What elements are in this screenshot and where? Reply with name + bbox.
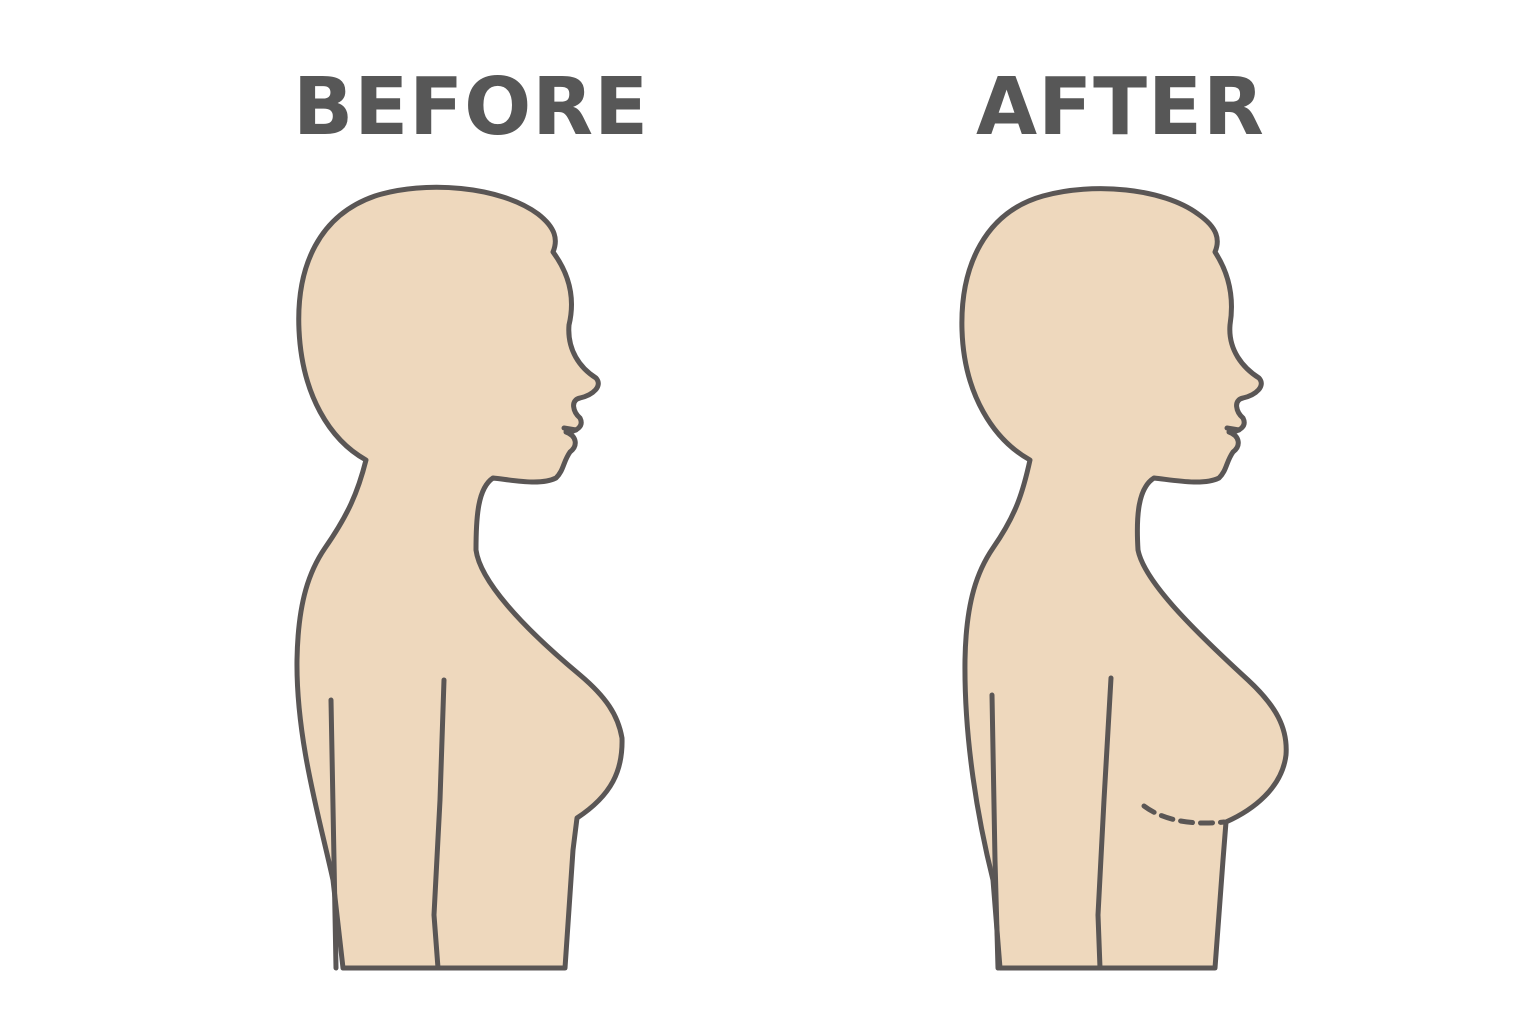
after-back-line <box>989 692 1001 971</box>
after-label: AFTER <box>976 61 1265 153</box>
before-silhouette <box>294 184 625 971</box>
before-label: BEFORE <box>293 61 650 153</box>
after-panel: AFTER <box>768 0 1536 1024</box>
before-panel: BEFORE <box>293 61 650 971</box>
before-lip-line <box>561 425 579 433</box>
female-torso-profile-with-incision-icon <box>959 186 1289 971</box>
after-silhouette <box>959 186 1289 971</box>
female-torso-profile-icon <box>294 184 625 971</box>
before-back-line <box>328 697 339 971</box>
after-lip-line <box>1224 425 1242 433</box>
before-arm-line <box>431 677 447 971</box>
incision-line <box>1141 803 1227 826</box>
after-arm-line <box>1095 675 1114 971</box>
